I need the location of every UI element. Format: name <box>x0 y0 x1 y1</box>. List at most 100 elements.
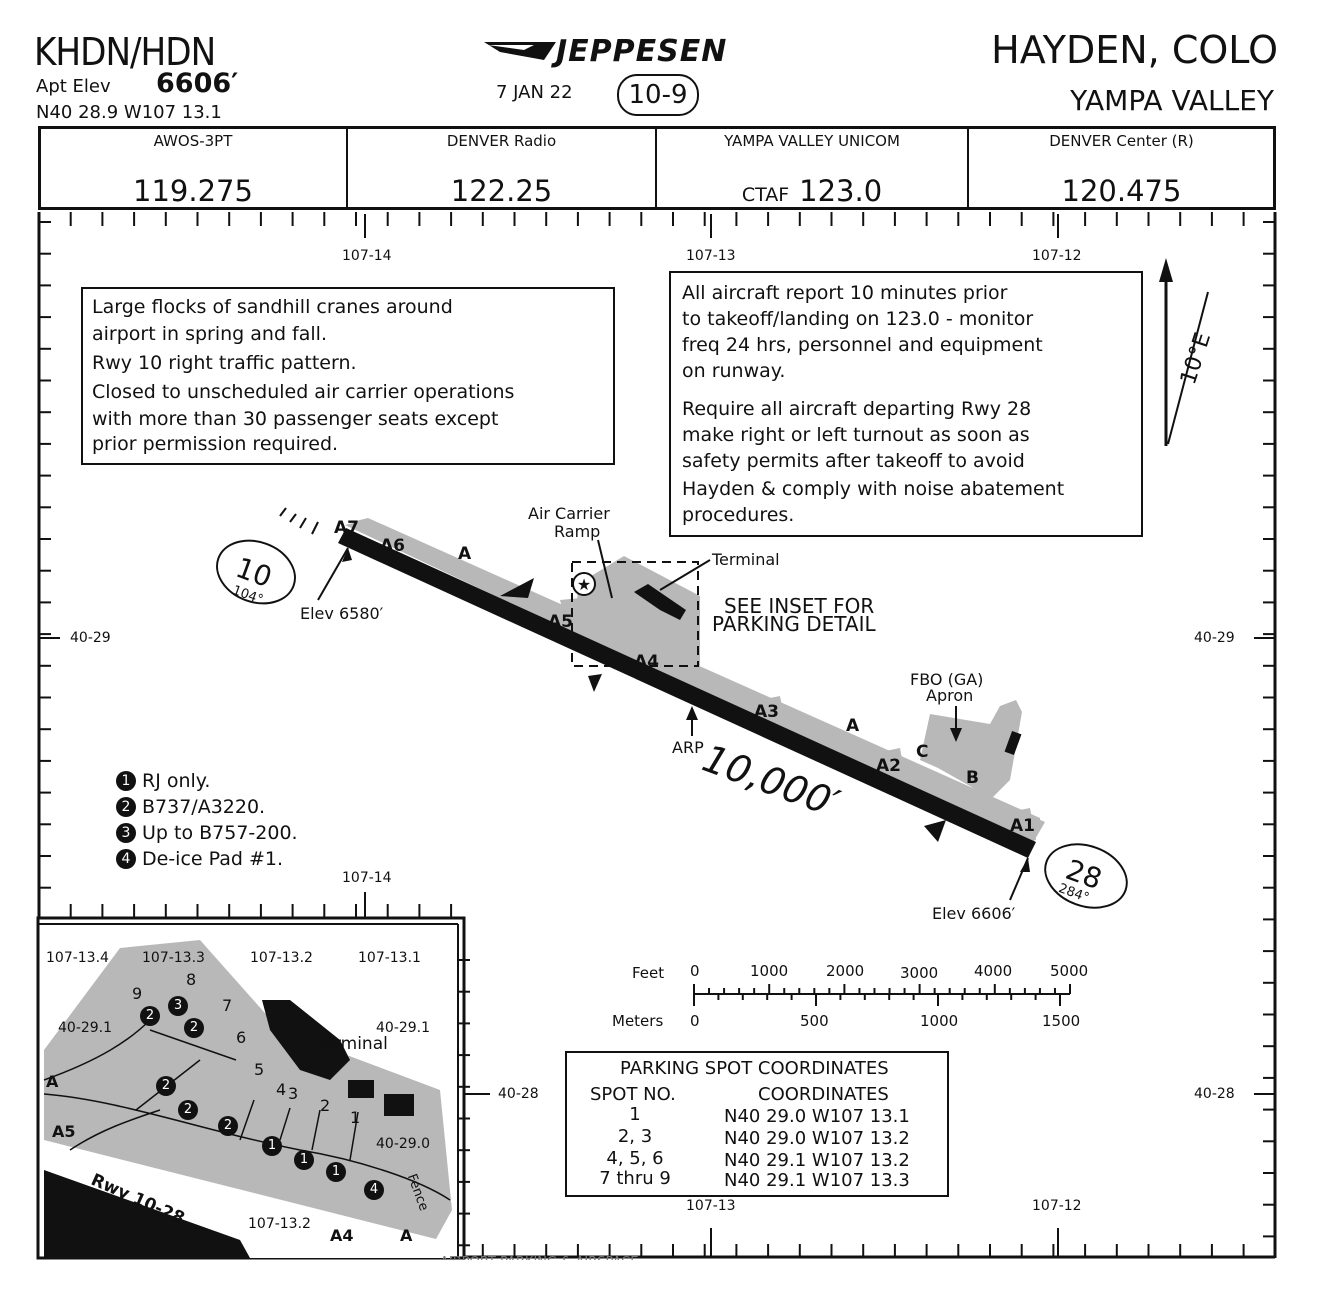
taxiway-label: A3 <box>754 702 779 722</box>
inset-lon-label: 107-13.2 <box>250 950 313 966</box>
freq-divider <box>346 126 348 210</box>
inset-spot-number: 2 <box>320 1096 331 1115</box>
inset-spot-number: 5 <box>254 1060 265 1079</box>
taxiway-label: C <box>916 742 929 762</box>
inset-spot-number: 8 <box>186 970 197 989</box>
legend-number: 1 <box>116 771 136 791</box>
legend-text: B737/A3220. <box>142 796 266 818</box>
chart-number: 10-9 <box>617 74 699 116</box>
frequency-box <box>38 126 1276 210</box>
inset-spot-number: 1 <box>350 1108 361 1127</box>
scale-feet-tick: 4000 <box>974 962 1013 980</box>
inset-terminal-label: Terminal <box>316 1034 388 1054</box>
ctaf-prefix: CTAF <box>741 184 790 206</box>
legend-text: RJ only. <box>142 770 211 792</box>
elevation-label: Apt Elev <box>36 76 111 97</box>
footer-text: AIRPORT PARKING & AIRSPACE <box>440 1252 638 1260</box>
spot-marker: 2 <box>156 1074 176 1096</box>
parking-spot: 2, 3 <box>617 1126 653 1147</box>
fbo-label: FBO (GA) <box>910 670 984 689</box>
legend-number: 3 <box>116 823 136 843</box>
freq-divider <box>655 126 657 210</box>
inset-spot-number: 9 <box>132 984 143 1003</box>
lon-label-top: 107-14 <box>342 248 392 264</box>
legend-item: 3 Up to B757-200. <box>116 822 298 844</box>
taxiway-label: B <box>966 768 979 788</box>
freq-label-center: DENVER Center (R) <box>1049 132 1194 150</box>
elevation-value: 6606′ <box>156 68 239 99</box>
inset-taxiway-label: A <box>400 1226 413 1245</box>
chart-date: 7 JAN 22 <box>496 82 573 103</box>
note-right-line: make right or left turnout as soon as <box>682 424 1030 446</box>
note-left-line: Closed to unscheduled air carrier operat… <box>92 381 515 403</box>
elevation-rwy-10: Elev 6580′ <box>300 604 384 623</box>
taxiway-label: A2 <box>876 756 901 776</box>
parking-col-spot: SPOT NO. <box>590 1084 676 1105</box>
scale-meters-tick: 0 <box>690 1012 700 1030</box>
inset-taxiway-label: A <box>46 1072 59 1091</box>
spot-marker: 4 <box>364 1178 384 1200</box>
arp-label: ARP <box>672 738 704 757</box>
spot-marker: 2 <box>178 1098 198 1120</box>
lon-label-bottom: 107-12 <box>1032 1198 1082 1214</box>
scale-feet-tick: 1000 <box>750 962 789 980</box>
spot-marker: 3 <box>168 994 188 1016</box>
lon-label-mid: 107-14 <box>342 870 392 886</box>
scale-meters-tick: 500 <box>800 1012 829 1030</box>
parking-coord: N40 29.0 W107 13.2 <box>724 1128 910 1149</box>
parking-coord: N40 29.1 W107 13.3 <box>724 1170 910 1191</box>
inset-spot-number: 4 <box>276 1080 287 1099</box>
elevation-rwy-28: Elev 6606′ <box>932 904 1016 923</box>
spot-marker: 1 <box>262 1134 282 1156</box>
inset-spot-number: 3 <box>288 1084 299 1103</box>
svg-text:★: ★ <box>577 575 591 594</box>
scale-feet-label: Feet <box>632 964 665 982</box>
scale-feet-tick: 5000 <box>1050 962 1089 980</box>
scale-meters-tick: 1500 <box>1042 1012 1081 1030</box>
airport-name: YAMPA VALLEY <box>1070 84 1274 117</box>
parking-col-coords: COORDINATES <box>758 1084 889 1105</box>
note-right-line: procedures. <box>682 504 795 526</box>
parking-spot: 4, 5, 6 <box>606 1148 664 1169</box>
inset-reference: SEE INSET FOR <box>724 594 875 618</box>
inset-reference: PARKING DETAIL <box>712 612 876 636</box>
spot-marker: 2 <box>184 1016 204 1038</box>
freq-value-awos: 119.275 <box>133 174 253 208</box>
spot-marker: 2 <box>140 1004 160 1026</box>
legend-item: 4 De-ice Pad #1. <box>116 848 283 870</box>
freq-value-unicom: 123.0 <box>799 174 883 208</box>
note-left-line: Rwy 10 right traffic pattern. <box>92 352 357 374</box>
legend-text: Up to B757-200. <box>142 822 298 844</box>
legend-item: 2 B737/A3220. <box>116 796 265 818</box>
inset-lon-label: 107-13.2 <box>248 1216 311 1232</box>
scale-meters-tick: 1000 <box>920 1012 959 1030</box>
terminal-label: Terminal <box>712 550 780 569</box>
note-right-line: All aircraft report 10 minutes prior <box>682 282 1008 304</box>
taxiway-label: A1 <box>1010 816 1035 836</box>
parking-title: PARKING SPOT COORDINATES <box>620 1058 889 1079</box>
freq-label-awos: AWOS-3PT <box>153 132 233 150</box>
legend-number: 2 <box>116 797 136 817</box>
note-left-line: with more than 30 passenger seats except <box>92 408 499 430</box>
lon-label-bottom: 107-13 <box>686 1198 736 1214</box>
scale-feet-tick: 3000 <box>900 964 939 982</box>
lat-label: 40-29 <box>70 630 111 646</box>
lon-label-top: 107-13 <box>686 248 736 264</box>
lat-label: 40-28 <box>498 1086 539 1102</box>
freq-value-radio: 122.25 <box>450 174 553 208</box>
legend-text: De-ice Pad #1. <box>142 848 284 870</box>
air-carrier-label: Air Carrier <box>528 504 610 523</box>
inset-taxiway-label: A4 <box>330 1226 354 1245</box>
jeppesen-logo-icon <box>484 42 556 60</box>
spot-marker: 1 <box>294 1148 314 1170</box>
note-left-line: prior permission required. <box>92 433 339 455</box>
spot-marker: 2 <box>218 1114 238 1136</box>
note-right-line: Require all aircraft departing Rwy 28 <box>682 398 1032 420</box>
legend-number: 4 <box>116 849 136 869</box>
freq-value-unicom-row: CTAF 123.0 <box>657 174 967 208</box>
inset-lat-label: 40-29.1 <box>376 1020 431 1036</box>
city-name: HAYDEN, COLO <box>991 28 1278 72</box>
note-left-line: Large flocks of sandhill cranes around <box>92 296 453 318</box>
note-right-line: Hayden & comply with noise abatement <box>682 478 1065 500</box>
inset-lon-label: 107-13.1 <box>358 950 421 966</box>
